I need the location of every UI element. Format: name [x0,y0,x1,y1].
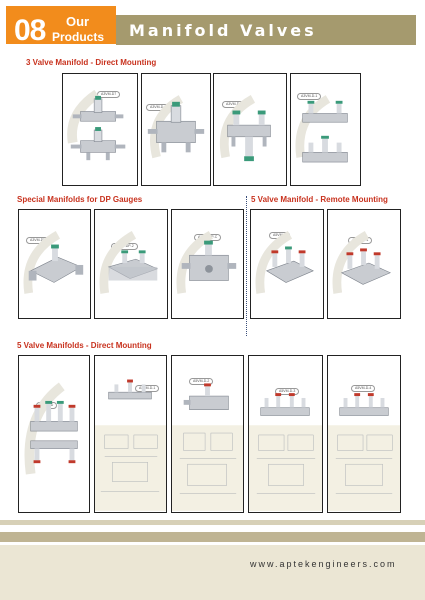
section-badge: 08 Our Products [6,6,116,47]
section-title-5vm-remote: 5 Valve Manifold - Remote Mounting [251,195,388,204]
drawing-image [95,379,166,511]
model-label: A3VM-D-1 [297,93,322,100]
badge-word-our: Our [66,14,90,29]
model-label: A5VM-D-3 [275,388,300,395]
drawing-image [249,393,322,511]
valve-image [23,230,84,294]
product-card[interactable]: A5VM-R-1 [327,209,401,319]
page-title: Manifold Valves [129,21,317,40]
drawing-image [328,393,400,511]
section-divider [246,196,247,336]
product-card[interactable]: A3VM-DP-2 [94,209,168,319]
footer-band-middle [0,532,425,542]
model-label: A5VM-D-2 [189,378,214,385]
product-card[interactable]: A5VM-D-4 [327,355,401,513]
valve-image [332,230,391,294]
product-card[interactable]: A3VM-DP [18,209,91,319]
product-card[interactable]: A5VM-D-2 [171,355,244,513]
valve-image [67,89,126,161]
product-card[interactable]: A5VM-R [250,209,324,319]
drawing-image [172,383,243,511]
product-card[interactable]: A5VM-D [18,355,90,513]
section-title-5vm-direct: 5 Valve Manifolds - Direct Mounting [17,341,152,350]
product-card[interactable]: A3VM-D-1 [290,73,361,186]
badge-word-products: Products [52,30,105,44]
website-url[interactable]: www.aptekengineers.com [250,559,397,569]
product-card[interactable]: A5VM-D-3 [248,355,323,513]
footer-band-bottom [0,545,425,600]
section-title-dp-gauges: Special Manifolds for DP Gauges [17,195,143,204]
model-label: A5VM-D-1 [135,385,160,392]
product-card[interactable]: A3VM-D7 [62,73,138,186]
section-title-3vm-direct: 3 Valve Manifold - Direct Mounting [26,58,157,67]
product-card[interactable]: A3VM-DP-C [171,209,244,319]
model-label: A3VM-D7 [97,91,121,98]
footer-band-top [0,520,425,525]
header-title-band [116,15,416,45]
valve-image [24,382,78,475]
model-label: A5VM-D-4 [351,385,376,392]
valve-image [176,230,237,294]
valve-image [255,230,314,294]
valve-image [99,230,159,294]
product-card[interactable]: A5VM-D-1 [94,355,167,513]
product-card[interactable]: A3VM-D-1 [213,73,287,186]
product-card[interactable]: A3VM-D-H [141,73,211,186]
valve-image [147,95,205,159]
section-number: 08 [14,14,46,47]
valve-image [219,95,271,162]
valve-image [295,95,348,163]
